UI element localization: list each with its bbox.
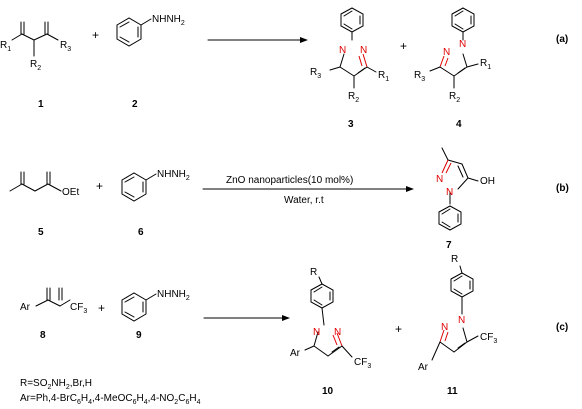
compound-9-nhnh2-label: NHNH2 (157, 289, 190, 302)
compound-2-nhnh2-label: NHNH2 (152, 14, 185, 27)
compound-10-cf3-label: CF3 (354, 357, 371, 370)
compound-7-n2-label: N (436, 174, 443, 185)
compound-10-n2-label: N (334, 327, 341, 338)
compound-11-n1-label: N (458, 315, 465, 326)
scheme-a-plus-2: + (400, 39, 407, 53)
compound-2-number: 2 (132, 99, 138, 110)
compound-7-n1-label: N (446, 187, 453, 198)
scheme-c-plus-2: + (395, 322, 402, 336)
compound-7-structure: N N OH (436, 147, 495, 231)
scheme-b-conditions-top: ZnO nanoparticles(10 mol%) (226, 175, 353, 186)
compound-4-r3-label: R3 (414, 70, 425, 83)
scheme-a-arrow (207, 37, 308, 43)
compound-4-number: 4 (456, 119, 462, 130)
scheme-b-conditions-bottom: Water, r.t (284, 195, 324, 206)
compound-8-structure: Ar CF3 (20, 287, 87, 315)
compound-4-structure: N N R3 R1 R2 (414, 7, 491, 104)
compound-1-number: 1 (38, 99, 44, 110)
compound-1-r3-label: R3 (60, 40, 71, 53)
scheme-b: OEt 5 + NHNH2 6 ZnO nanoparticles(10 mol… (9, 147, 569, 251)
compound-8-number: 8 (40, 330, 46, 341)
compound-3-structure: N N R3 R1 R2 (310, 7, 389, 104)
scheme-a-tag: (a) (556, 34, 568, 45)
compound-10-r-label: R (310, 267, 317, 278)
compound-8-cf3-label: CF3 (70, 302, 87, 315)
compound-1-r1-label: R1 (0, 40, 11, 53)
compound-6-number: 6 (138, 227, 144, 238)
compound-5-oet-label: OEt (62, 187, 79, 198)
compound-3-r3-label: R3 (310, 67, 321, 80)
substituent-ar-note: Ar=Ph,4-BrC6H4,4-MeOC6H4,4-NO2C6H4 (20, 393, 201, 406)
compound-8-ar-label: Ar (20, 302, 31, 313)
scheme-c: Ar CF3 8 + NHNH2 9 (20, 254, 568, 406)
compound-4-r1-label: R1 (480, 58, 491, 71)
compound-10-number: 10 (322, 386, 334, 397)
compound-7-oh-label: OH (480, 176, 495, 187)
scheme-c-tag: (c) (556, 322, 568, 333)
compound-11-n2-label: N (441, 322, 448, 333)
compound-11-r-label: R (451, 254, 458, 265)
compound-4-r2-label: R2 (449, 91, 460, 104)
compound-4-n1-label: N (459, 39, 466, 50)
compound-3-r1-label: R1 (378, 70, 389, 83)
compound-3-number: 3 (348, 119, 354, 130)
scheme-a-plus-1: + (92, 28, 99, 42)
compound-6-nhnh2-label: NHNH2 (157, 169, 190, 182)
scheme-b-plus: + (96, 179, 103, 193)
compound-11-ar-label: Ar (418, 362, 429, 373)
compound-9-structure: NHNH2 (121, 289, 190, 322)
compound-7-number: 7 (446, 240, 452, 251)
compound-6-structure: NHNH2 (121, 169, 190, 202)
scheme-b-arrow (202, 186, 414, 192)
scheme-b-tag: (b) (556, 183, 569, 194)
compound-10-structure: R N N Ar CF3 (290, 267, 371, 370)
compound-11-structure: R N N Ar CF3 (418, 254, 497, 373)
scheme-c-arrow (203, 315, 290, 321)
compound-3-r2-label: R2 (348, 91, 359, 104)
scheme-c-plus-1: + (98, 301, 105, 315)
compound-10-n1-label: N (313, 327, 320, 338)
compound-5-structure: OEt (9, 171, 79, 198)
compound-1-structure: R1 R2 R3 (0, 21, 71, 72)
scheme-a: R1 R2 R3 1 + NHNH2 2 (0, 7, 568, 130)
compound-5-number: 5 (38, 227, 44, 238)
compound-9-number: 9 (136, 330, 142, 341)
substituent-r-note: R=SO2NH2,Br,H (20, 378, 92, 391)
compound-4-n2-label: N (443, 47, 450, 58)
compound-3-n1-label: N (339, 45, 346, 56)
compound-1-r2-label: R2 (30, 59, 41, 72)
compound-10-ar-label: Ar (290, 348, 301, 359)
compound-2-structure: NHNH2 (116, 14, 185, 47)
compound-3-n2-label: N (360, 45, 367, 56)
compound-11-number: 11 (447, 386, 458, 397)
compound-11-cf3-label: CF3 (480, 332, 497, 345)
